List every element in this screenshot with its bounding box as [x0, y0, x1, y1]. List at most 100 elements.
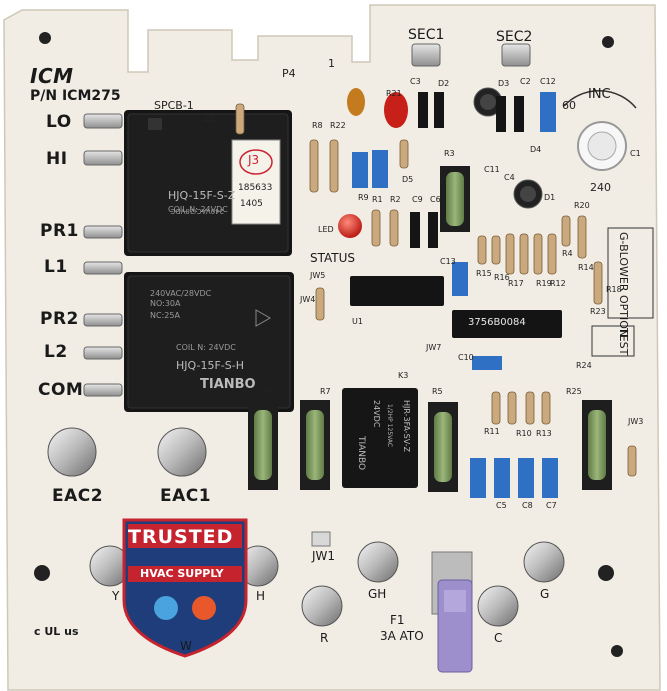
relay-top-model: HJQ-15F-S-Z: [168, 189, 236, 202]
part-number: P/N ICM275: [30, 88, 121, 104]
ref-c5: C5: [496, 501, 507, 510]
ref-r20: R20: [574, 201, 590, 210]
watermark-badge: [122, 518, 248, 658]
ref-d1: D1: [544, 193, 556, 202]
terminal-eac1-label: EAC1: [160, 486, 212, 506]
terminal-h-label: H: [256, 589, 266, 603]
fuse-rating-label: 3A ATO: [380, 629, 424, 643]
relay-bottom: [124, 272, 294, 412]
relay-bottom-brand: TIANBO: [200, 377, 256, 392]
ref-r24: R24: [576, 361, 592, 370]
sticker-mark: J3: [248, 153, 260, 167]
ref-jw5: JW5: [310, 271, 326, 280]
ref-d4: D4: [530, 145, 542, 154]
connector-1-label: 1: [328, 57, 335, 70]
ref-c4: C4: [504, 173, 515, 182]
terminal-pr1-label: PR1: [40, 221, 79, 241]
ref-r12: R12: [550, 279, 566, 288]
status-label: STATUS: [310, 251, 356, 265]
connector-p4-label: P4: [282, 67, 296, 80]
ic-code-label: 3756B0084: [468, 317, 526, 328]
left-terminal-tabs: [83, 113, 123, 397]
sec2-label: SEC2: [496, 29, 533, 45]
ref-r23: R23: [590, 307, 606, 316]
ref-r10: R10: [516, 429, 532, 438]
ref-c7: C7: [546, 501, 557, 510]
terminal-pr2-label: PR2: [40, 309, 79, 329]
terminal-hi-label: HI: [46, 149, 68, 169]
ref-c12: C12: [540, 77, 556, 86]
diodes: [410, 92, 524, 248]
relay-small-brand: TIANBO: [356, 436, 366, 471]
ref-r6: R6: [264, 387, 275, 396]
ref-r3: R3: [444, 149, 455, 158]
ref-c9: C9: [412, 195, 423, 204]
small-resistors: [235, 103, 637, 477]
ref-d3: D3: [498, 79, 510, 88]
ref-r9: R9: [358, 193, 369, 202]
ref-c11: C11: [484, 165, 500, 174]
relay-top: [124, 110, 292, 256]
g-blower-option-label: G-BLOWER OPTION: [617, 232, 630, 338]
terminal-l2-label: L2: [44, 342, 68, 362]
ic-u2: [452, 310, 562, 338]
relay-small: [342, 388, 418, 488]
ref-jw3: JW3: [628, 417, 644, 426]
ref-r11: R11: [484, 427, 500, 436]
sticker-line2: 1405: [240, 199, 263, 209]
relay-bottom-coil: COIL N: 24VDC: [176, 343, 236, 352]
ref-r22: R22: [330, 121, 346, 130]
ref-k3: K3: [398, 371, 409, 380]
ref-r16: R16: [494, 273, 510, 282]
ref-c13: C13: [440, 257, 456, 266]
delay-dial: [563, 89, 637, 171]
relay-bottom-rating1: NO:30A: [150, 299, 181, 308]
led-label: LED: [318, 225, 334, 234]
relay-header-label: SPCB-1: [154, 99, 194, 112]
terminal-w-label: W: [180, 639, 192, 653]
ref-r1: R1: [372, 195, 383, 204]
ref-d5: D5: [402, 175, 414, 184]
ref-r2: R2: [390, 195, 401, 204]
relay-bottom-model: HJQ-15F-S-H: [176, 359, 244, 372]
terminal-lo-label: LO: [46, 112, 72, 132]
ref-r15: R15: [476, 269, 492, 278]
inc-label: INC: [588, 87, 611, 102]
sec1-label: SEC1: [408, 27, 445, 43]
relay-top-coil: COIL N: 24VDC: [168, 205, 228, 214]
ref-r18: R18: [606, 285, 622, 294]
ref-c8: C8: [522, 501, 533, 510]
ic-u1: [350, 276, 444, 306]
relay-rating-label: 4A: [202, 113, 217, 126]
status-led: [338, 214, 362, 238]
watermark-line1: TRUSTED: [128, 526, 234, 548]
power-resistors: [248, 166, 612, 492]
terminal-c-label: C: [494, 631, 503, 645]
ref-c1: C1: [630, 149, 641, 158]
fuse-f1: [431, 551, 473, 673]
terminal-g-label: G: [540, 587, 550, 601]
ref-c2: C2: [520, 77, 531, 86]
relay-bottom-rating2: NC:25A: [150, 311, 180, 320]
terminal-r-label: R: [320, 631, 329, 645]
terminal-com-label: COM: [38, 380, 84, 400]
ref-u1: U1: [352, 317, 363, 326]
ref-r4: R4: [562, 249, 573, 258]
terminal-y-label: Y: [112, 589, 120, 603]
ref-c3: C3: [410, 77, 421, 86]
terminal-l1-label: L1: [44, 257, 68, 277]
dial-max-label: 240: [590, 181, 611, 194]
brand-logo: ICM: [30, 64, 74, 88]
ref-r7: R7: [320, 387, 331, 396]
ref-c10: C10: [458, 353, 474, 362]
dial-min-label: 60: [562, 99, 576, 112]
blue-capacitors: [352, 92, 558, 498]
ref-r21: R21: [386, 89, 402, 98]
ref-c6: C6: [430, 195, 441, 204]
relay-small-model: HJR-3FA-SV-Z: [402, 400, 411, 453]
ref-jw7: JW7: [426, 343, 442, 352]
relay-bottom-rating3: 240VAC/28VDC: [150, 289, 212, 298]
ul-mark: c UL us: [34, 625, 79, 638]
ref-r19: R19: [536, 279, 552, 288]
